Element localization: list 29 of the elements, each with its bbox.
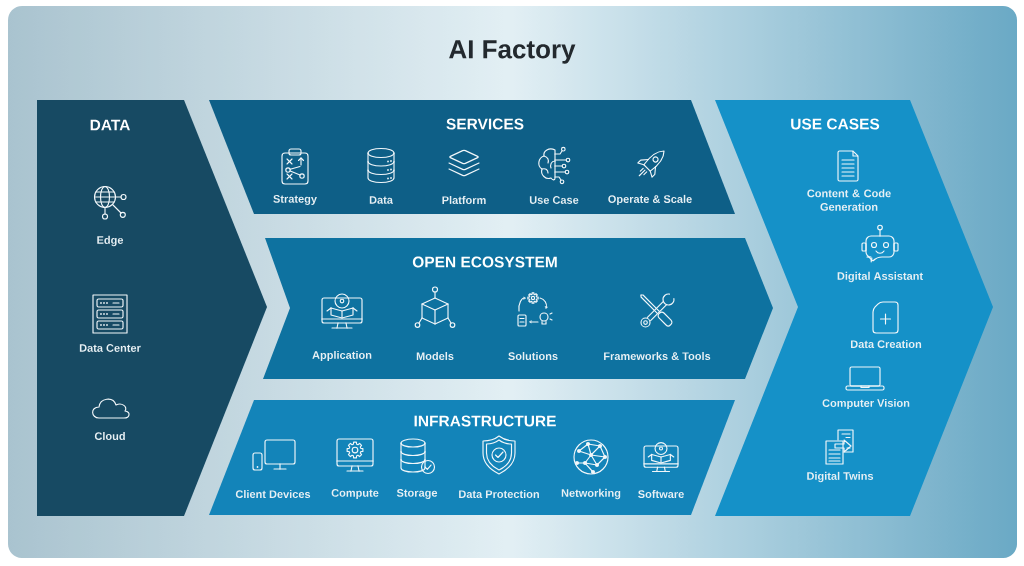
band-heading: INFRASTRUCTURE [414,415,556,427]
item-label: Compute [331,489,379,499]
item-label: Content & Code Generation [807,189,891,211]
item-label: Data [369,196,393,204]
item-label: Use Case [529,196,579,204]
band-heading: DATA [90,119,130,131]
item-label: Models [416,351,454,361]
item-label: Data Protection [459,489,539,499]
item-label: Solutions [508,351,558,361]
item-label: Storage [396,489,438,499]
item-label: Software [638,489,684,499]
band-heading: OPEN ECOSYSTEM [412,256,557,268]
band-heading: USE CASES [791,118,880,130]
item-label: Digital Twins [807,471,874,483]
item-label: Frameworks & Tools [604,351,711,361]
item-label: Application [312,350,372,362]
item-label: Networking [561,488,621,500]
item-label: Cloud [94,431,125,441]
item-label: Digital Assistant [837,271,923,283]
item-label: Data Creation [851,339,922,349]
item-label: Platform [442,195,486,205]
item-label: Strategy [273,195,317,205]
item-label: Data Center [79,344,141,352]
title: AI Factory [449,40,576,64]
band-heading: SERVICES [446,118,524,130]
item-label: Computer Vision [822,398,910,410]
item-label: Client Devices [235,489,311,499]
item-label: Edge [97,235,124,247]
item-label: Operate & Scale [608,194,692,206]
